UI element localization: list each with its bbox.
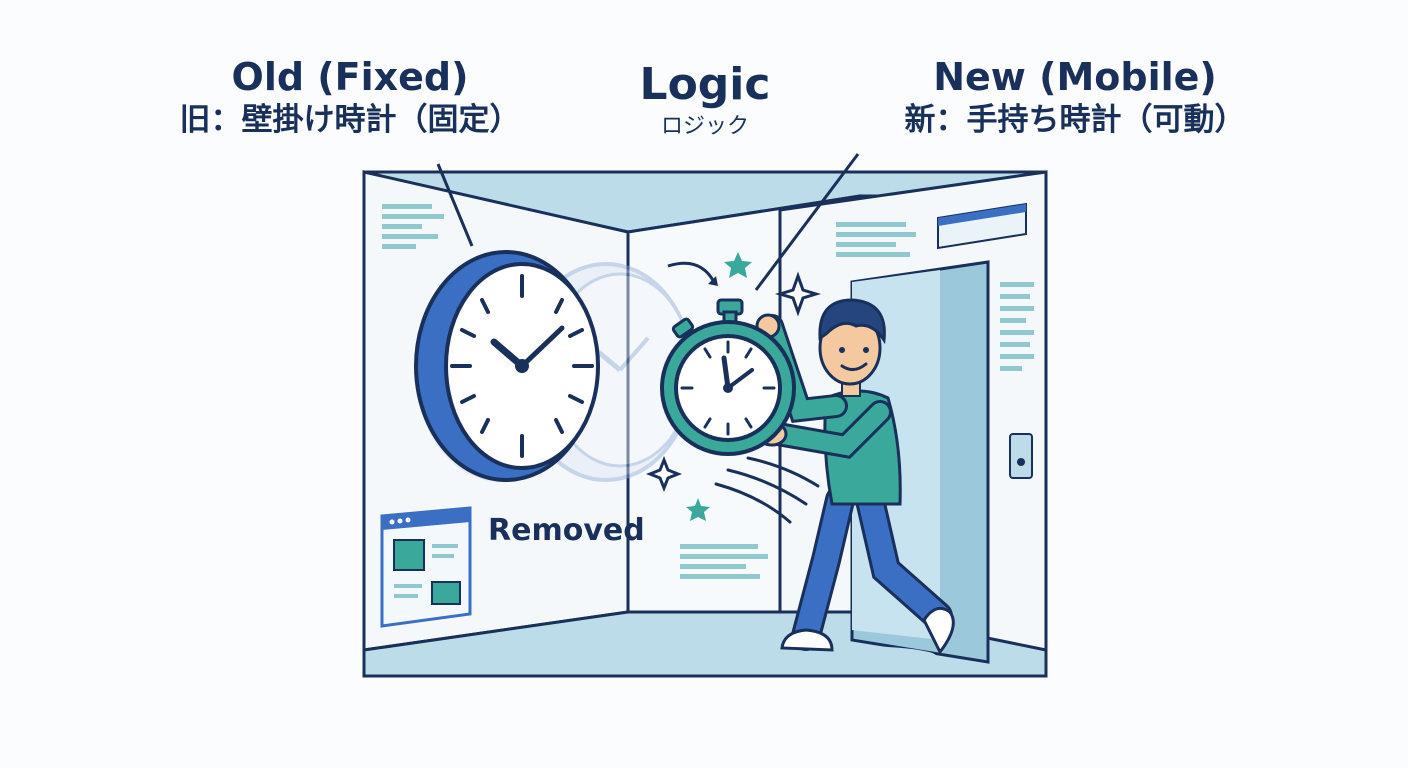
removed-label: Removed: [488, 513, 645, 548]
new-label-english: New (Mobile): [933, 55, 1217, 99]
motion-lines: [714, 456, 820, 524]
wall-clock-icon: [414, 250, 600, 482]
new-callout-line: [754, 153, 860, 291]
old-callout-line: [436, 163, 474, 247]
old-label-english: Old (Fixed): [231, 55, 469, 99]
door-switch-icon: [1009, 433, 1033, 479]
sparkle-icon: [645, 455, 683, 493]
old-label-japanese: 旧：壁掛け時計（固定）: [179, 102, 521, 138]
star-icon: [724, 252, 752, 278]
logic-label: Logic ロジック: [600, 58, 810, 142]
wall-text-decor: [382, 204, 1034, 579]
stopwatch-icon: [660, 298, 796, 456]
star-icon: [686, 498, 710, 521]
logic-label-english: Logic: [639, 59, 771, 110]
browser-window-icon: [380, 506, 472, 628]
sparkle-icon: [774, 271, 822, 317]
old-fixed-label: Old (Fixed) 旧：壁掛け時計（固定）: [140, 54, 560, 140]
browser-window-icon: [937, 202, 1027, 250]
new-mobile-label: New (Mobile) 新：手持ち時計（可動）: [860, 54, 1290, 140]
person-icon: [755, 298, 955, 666]
new-label-japanese: 新：手持ち時計（可動）: [904, 102, 1246, 138]
motion-arrow: [667, 261, 716, 283]
logic-label-japanese: ロジック: [660, 114, 749, 139]
